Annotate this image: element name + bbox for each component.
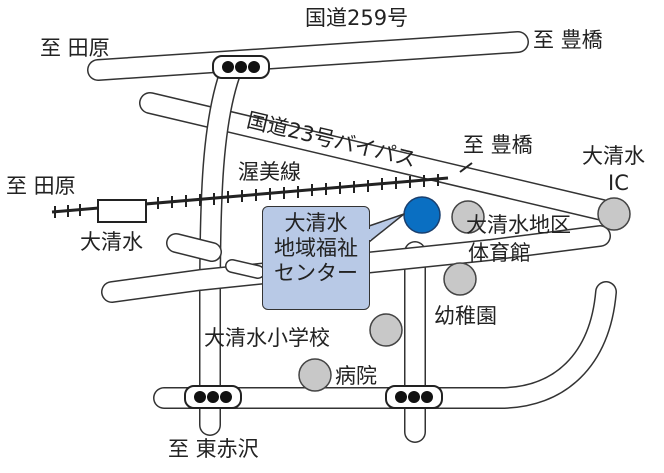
gym-label-line2: 体育館 <box>468 241 531 265</box>
to-tahara-top-label: 至 田原 <box>40 36 110 60</box>
gym-label-line1: 大清水地区 <box>466 213 571 237</box>
target-spur <box>226 260 264 278</box>
kindergarten-label: 幼稚園 <box>434 304 497 328</box>
station-label: 大清水 <box>80 230 143 254</box>
to-higashiakazawa-label: 至 東赤沢 <box>168 437 259 461</box>
ic-marker <box>597 197 631 231</box>
kindergarten-marker <box>443 262 477 296</box>
traffic-signal-top <box>212 55 270 79</box>
to-tahara-left-label: 至 田原 <box>6 174 76 198</box>
target-marker <box>403 196 441 234</box>
gym-marker <box>451 200 485 234</box>
target-name-line1: 大清水 <box>284 211 348 235</box>
atsumi-line-label: 渥美線 <box>238 160 301 184</box>
station-building <box>97 199 147 223</box>
leader-line-toyohashi <box>459 162 473 173</box>
south-road <box>154 282 616 408</box>
target-name-line2: 地域福祉 <box>274 236 358 260</box>
station-stub <box>167 234 221 261</box>
route-259 <box>88 32 528 80</box>
hospital-marker <box>298 358 332 392</box>
elementary-school-marker <box>369 313 403 347</box>
atsumi-railway <box>51 174 449 223</box>
callout-pointer-joint <box>367 229 371 240</box>
target-name-line3: センター <box>274 261 358 285</box>
callout-pointer <box>368 213 405 243</box>
traffic-signal-bottom-right <box>385 385 443 409</box>
hospital-label: 病院 <box>335 364 377 388</box>
rail-ties <box>54 174 439 218</box>
target-callout: 大清水 地域福祉 センター <box>262 206 370 310</box>
ohshimizu-ic-label-line1: 大清水 <box>582 144 645 168</box>
to-toyohashi-mid-label: 至 豊橋 <box>463 133 533 157</box>
ohshimizu-ic-label-line2: IC <box>608 171 629 195</box>
traffic-signal-bottom-left <box>184 385 242 409</box>
route-259-label: 国道259号 <box>305 6 409 30</box>
elementary-school-label: 大清水小学校 <box>204 326 330 350</box>
to-toyohashi-top-label: 至 豊橋 <box>533 28 603 52</box>
